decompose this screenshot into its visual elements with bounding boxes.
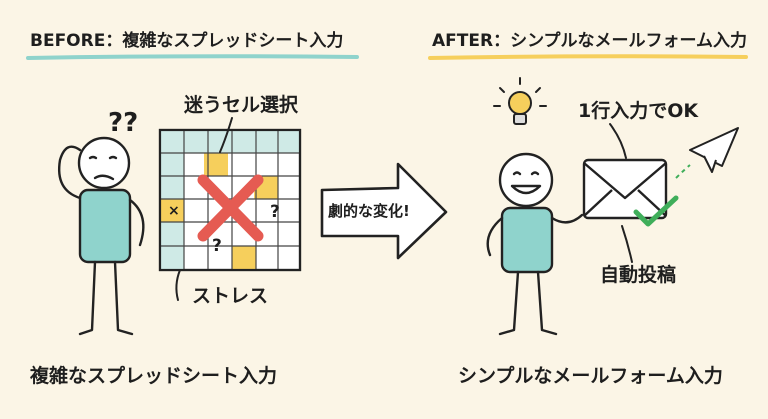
before-caption: 複雑なスプレッドシート入力 (30, 365, 278, 387)
question-marks: ?? (108, 108, 139, 138)
check-icon (633, 195, 679, 227)
highlighted-cell (160, 199, 184, 222)
envelope-icon (582, 158, 668, 220)
before-header-underline (26, 54, 359, 60)
after-caption: シンプルなメールフォーム入力 (458, 365, 723, 387)
annotation-auto-post: 自動投稿 (600, 264, 677, 286)
annotation-one-line: 1行入力でOK (578, 100, 699, 122)
leader-line (219, 117, 233, 153)
paper-airplane-icon (689, 127, 739, 173)
lightbulb-icon (493, 77, 547, 125)
spreadsheet-grid (158, 128, 302, 272)
leader-line (621, 225, 633, 263)
cell-question-mark: ? (270, 202, 280, 222)
annotation-cell-confusion: 迷うセル選択 (184, 94, 299, 116)
after-header-underline (428, 54, 748, 60)
big-red-x-icon (197, 174, 264, 242)
confused-person (58, 136, 145, 336)
highlighted-cell (204, 153, 228, 176)
highlighted-cell (232, 246, 256, 269)
leader-line (609, 123, 627, 159)
motion-dash (675, 164, 691, 179)
happy-person (486, 152, 584, 336)
cell-question-mark: ? (212, 236, 222, 256)
transition-arrow (320, 162, 448, 260)
leader-line (175, 269, 181, 301)
before-header: BEFORE：複雑なスプレッドシート入力 (30, 31, 344, 51)
cell-x-mark: × (168, 203, 180, 219)
arrow-label: 劇的な変化! (328, 202, 410, 220)
annotation-stress: ストレス (192, 285, 269, 307)
after-header: AFTER：シンプルなメールフォーム入力 (432, 31, 748, 51)
